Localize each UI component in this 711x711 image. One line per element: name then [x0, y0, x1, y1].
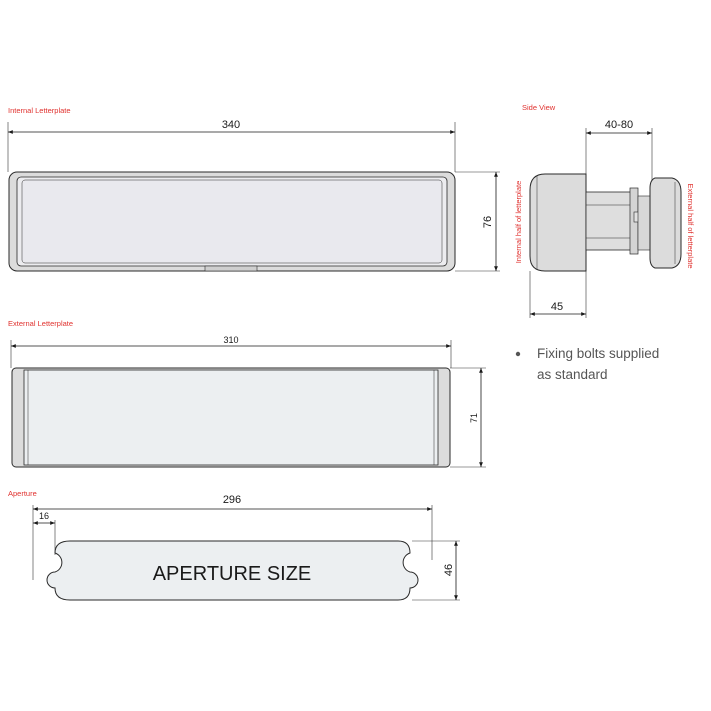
note-line-2: as standard [537, 367, 608, 382]
side-depth-value: 40-80 [605, 119, 633, 131]
note-bullet [515, 351, 521, 357]
internal-letterplate-label: Internal Letterplate [8, 106, 71, 115]
external-height-value: 71 [469, 413, 479, 423]
external-letterplate-label: External Letterplate [8, 319, 73, 328]
aperture-shape [46, 540, 419, 601]
note-line-1: Fixing bolts supplied [537, 346, 659, 361]
aperture-width-value: 296 [223, 494, 241, 506]
aperture-size-text: APERTURE SIZE [153, 563, 312, 585]
aperture-height-value: 46 [443, 564, 455, 576]
external-half-label: External half of letterplate [686, 183, 695, 268]
internal-width-value: 340 [222, 119, 240, 131]
external-width-value: 310 [223, 335, 238, 345]
internal-half-label: Internal half of letterplate [514, 181, 523, 264]
internal-letterplate-body [8, 171, 456, 272]
aperture-end-value: 16 [39, 511, 49, 521]
side-view-body [529, 173, 682, 272]
side-view-label: Side View [522, 103, 556, 112]
aperture-label: Aperture [8, 489, 37, 498]
internal-height-value: 76 [482, 216, 494, 228]
external-letterplate-body [11, 367, 451, 468]
side-internal-value: 45 [551, 301, 563, 313]
